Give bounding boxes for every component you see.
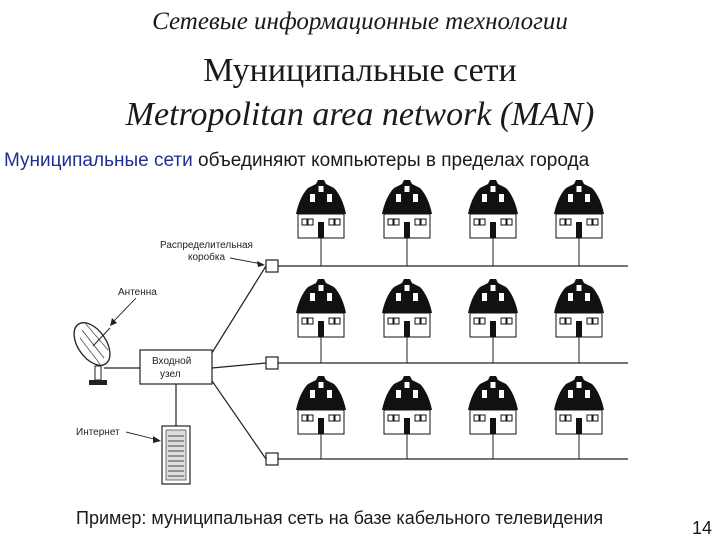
house-icon (381, 278, 433, 338)
house-icon (381, 375, 433, 435)
trunk-line (211, 362, 267, 369)
house-row (295, 278, 605, 363)
distribution-box-label-line1: Распределительная (160, 240, 253, 251)
house-row (295, 179, 605, 266)
house-icon (381, 179, 433, 239)
page-number: 14 (692, 518, 713, 538)
house-icon (467, 278, 519, 338)
lead-rest: объединяют компьютеры в пределах города (192, 150, 590, 171)
house-icon (553, 375, 605, 435)
headend-label-line1: Входной (152, 356, 191, 367)
distribution-box-label-line2: коробка (188, 251, 225, 263)
slide-title-ru: Муниципальные сети (203, 52, 517, 89)
diagram-caption: Пример: муниципальная сеть на базе кабел… (76, 508, 604, 528)
server-icon (161, 425, 191, 485)
house-icon (467, 179, 519, 239)
cable-network-diagram: Входной узел Распределительная коробка А… (73, 179, 628, 485)
house-icon (553, 179, 605, 239)
house-icon (553, 278, 605, 338)
satellite-dish-icon (73, 322, 111, 385)
trunk-line (209, 265, 267, 357)
distribution-box (265, 259, 279, 273)
headend-box (139, 349, 213, 385)
antenna-label: Антенна (118, 287, 157, 298)
trunk-line (209, 377, 267, 460)
house-icon (295, 278, 347, 338)
house-row (295, 375, 605, 459)
distribution-box (265, 356, 279, 370)
course-header: Сетевые информационные технологии (152, 8, 568, 35)
slide-title-en: Metropolitan area network (MAN) (125, 96, 595, 133)
lead-accent: Муниципальные сети (4, 150, 193, 171)
house-icon (295, 179, 347, 239)
house-icon (295, 375, 347, 435)
distribution-box (265, 452, 279, 466)
headend-label-line2: узел (160, 369, 181, 380)
internet-label: Интернет (76, 427, 120, 438)
lead-text: Муниципальные сети объединяют компьютеры… (4, 150, 589, 172)
house-icon (467, 375, 519, 435)
